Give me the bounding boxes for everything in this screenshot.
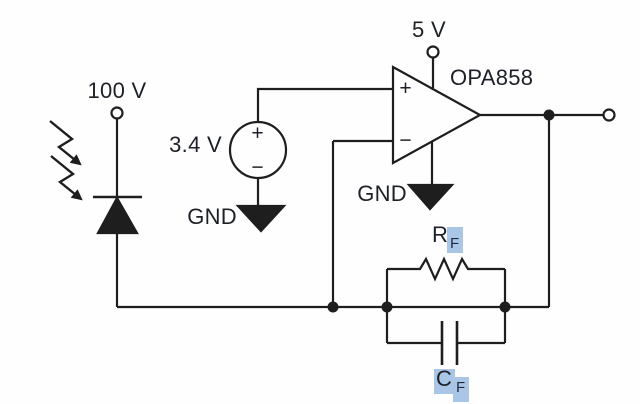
- gnd-symbol-opamp: [406, 183, 455, 211]
- subscript-highlight: [447, 227, 463, 253]
- opamp-supply-label: 5 V: [412, 17, 446, 42]
- subscript-highlight: [453, 377, 469, 402]
- light-arrow-icon: [49, 120, 82, 166]
- letter-highlight: [434, 369, 455, 394]
- opamp-part-number: OPA858: [450, 65, 534, 90]
- terminal-output: [602, 108, 616, 122]
- bias-source-label: 3.4 V: [169, 132, 222, 157]
- capacitor-letter: C: [436, 366, 452, 391]
- resistor-letter: R: [432, 222, 448, 247]
- feedback-resistor-label: R F: [432, 224, 472, 256]
- opamp-symbol: [391, 65, 483, 165]
- opamp-plus-input-sign: +: [399, 77, 412, 100]
- resistor-subscript: F: [450, 235, 460, 252]
- terminal-100v: [110, 106, 124, 120]
- opamp-minus-input-sign: −: [399, 129, 412, 152]
- source-minus-sign: −: [251, 156, 264, 179]
- wire-source-to-noninverting-input: [256, 87, 393, 122]
- feedback-capacitor-label: C F: [434, 366, 476, 402]
- source-plus-sign: +: [251, 122, 264, 145]
- light-arrow-icon: [50, 155, 83, 201]
- junction-inverting: [327, 301, 339, 313]
- terminal-5v: [426, 45, 440, 59]
- gnd-symbol-source: [235, 204, 287, 233]
- resistor-symbol: [387, 256, 505, 282]
- photodiode-supply-label: 100 V: [87, 78, 147, 103]
- gnd-label-opamp: GND: [357, 181, 407, 206]
- capacitor-subscript: F: [456, 379, 466, 396]
- photodiode-symbol: [96, 195, 139, 235]
- gnd-label-source: GND: [187, 204, 237, 229]
